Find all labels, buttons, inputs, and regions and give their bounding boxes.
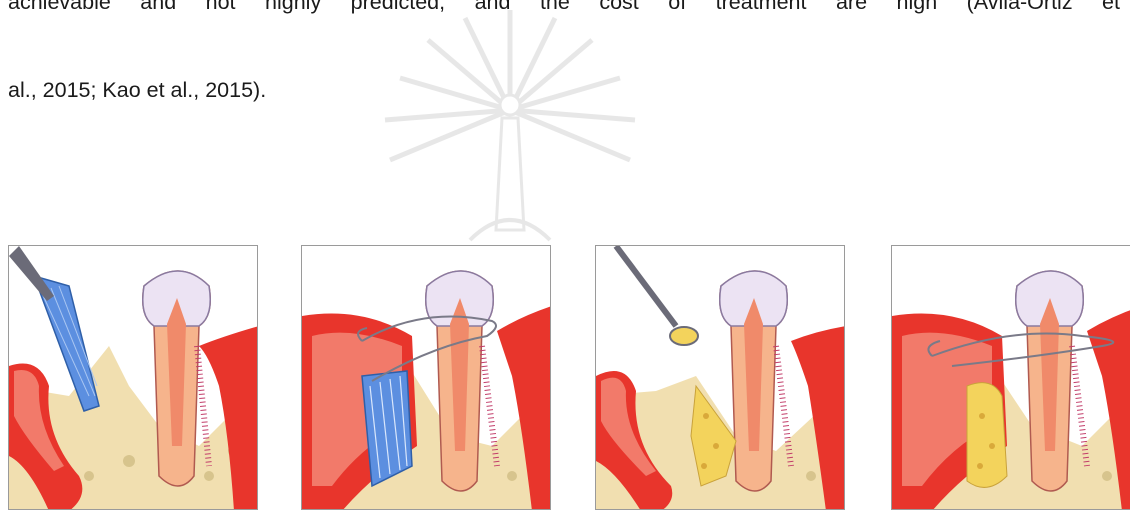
body-text-line-1: achievable and not highly predicted, and…	[8, 0, 1120, 15]
figure-panel-2	[301, 245, 551, 510]
figure-panel-3	[595, 245, 845, 510]
figure-panel-4	[891, 245, 1130, 510]
university-seal-watermark	[330, 0, 690, 250]
body-text-line-2: al., 2015; Kao et al., 2015).	[8, 78, 266, 103]
figure-panel-1	[8, 245, 258, 510]
